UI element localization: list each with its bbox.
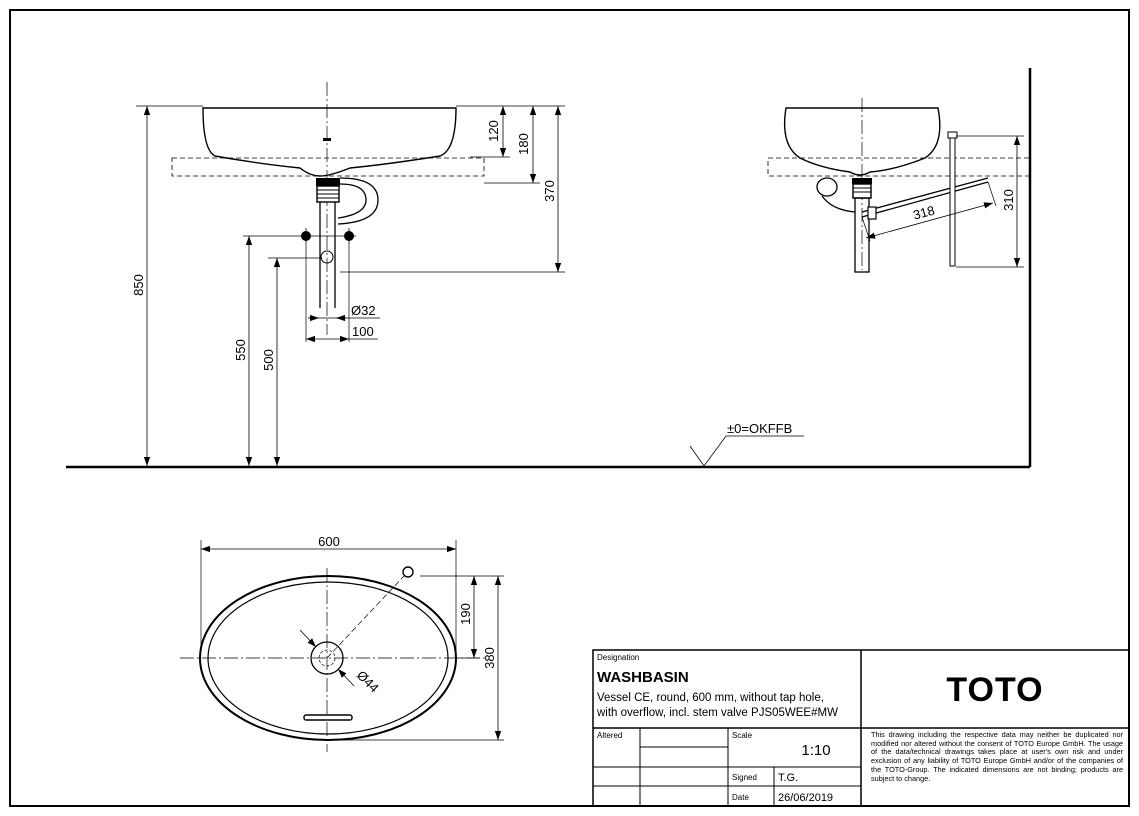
altered-label: Altered xyxy=(597,731,622,740)
dim-318-label: 318 xyxy=(911,203,936,223)
end-overflow-pipe xyxy=(821,195,856,213)
end-overflow-body xyxy=(816,177,838,197)
plan-overflow-slot xyxy=(303,714,353,721)
dim-380-label: 380 xyxy=(482,647,497,669)
floor-reference-mark xyxy=(689,435,804,467)
pull-rod-knob xyxy=(947,131,958,139)
designation-label: Designation xyxy=(597,653,639,662)
stem-rod-connector xyxy=(867,206,877,220)
plan-stem-knob xyxy=(402,566,414,578)
dim-32-label: Ø32 xyxy=(351,303,376,318)
overflow-pipe xyxy=(337,177,379,225)
disclaimer-text: This drawing including the respective da… xyxy=(871,730,1123,783)
toto-logo: TOTO xyxy=(946,671,1043,709)
date-label: Date xyxy=(732,793,749,802)
plan-basin-inner xyxy=(207,581,449,735)
signed-label: Signed xyxy=(732,773,757,782)
overflow-mark xyxy=(323,138,331,141)
dim-500-label: 500 xyxy=(261,349,276,371)
dim-line-318 xyxy=(865,202,994,239)
countertop-outline xyxy=(171,157,485,177)
scale-label: Scale xyxy=(732,731,753,740)
floor-reference-label: ±0=OKFFB xyxy=(727,421,792,436)
title-block: Designation WASHBASIN Vessel CE, round, … xyxy=(592,649,1130,807)
signed-value: T.G. xyxy=(778,772,798,784)
dim-190-label: 190 xyxy=(458,603,473,625)
dim-line-44 xyxy=(299,629,317,648)
dim-100-label: 100 xyxy=(352,324,374,339)
plan-drain-outer xyxy=(310,641,344,675)
dim-550-label: 550 xyxy=(233,339,248,361)
end-waste-nut xyxy=(852,178,872,184)
pull-rod xyxy=(949,137,956,267)
end-view: 318 310 xyxy=(767,98,1031,273)
dim-370-label: 370 xyxy=(542,180,557,202)
wall-connection-circle xyxy=(320,250,334,264)
end-basin-body xyxy=(783,107,941,176)
waste-nut xyxy=(316,178,340,186)
description-line-1: Vessel CE, round, 600 mm, without tap ho… xyxy=(597,692,824,704)
plan-view: Ø44 600 190 380 xyxy=(180,534,504,752)
scale-value: 1:10 xyxy=(801,742,830,759)
dim-180-label: 180 xyxy=(516,133,531,155)
end-countertop-outline xyxy=(767,157,1031,177)
plan-drain-inner xyxy=(318,649,336,667)
dim-44-label: Ø44 xyxy=(354,668,382,696)
basin-body xyxy=(202,107,457,177)
dim-310-label: 310 xyxy=(1001,189,1016,211)
plan-stem-line xyxy=(326,575,405,659)
dim-arrow xyxy=(337,668,355,687)
date-value: 26/06/2019 xyxy=(778,792,833,804)
drawing-frame xyxy=(9,9,1130,807)
title-text: WASHBASIN xyxy=(597,669,689,686)
description-line-2: with overflow, incl. stem valve PJS05WEE… xyxy=(596,707,838,719)
dim-120-label: 120 xyxy=(486,120,501,142)
side-view: 850 120 180 370 550 500 Ø32 100 ±0=OKFFB xyxy=(66,68,1032,469)
end-waste-thread xyxy=(852,183,872,199)
dim-850-label: 850 xyxy=(131,274,146,296)
ext-line xyxy=(987,181,997,207)
dim-600-label: 600 xyxy=(318,534,340,549)
